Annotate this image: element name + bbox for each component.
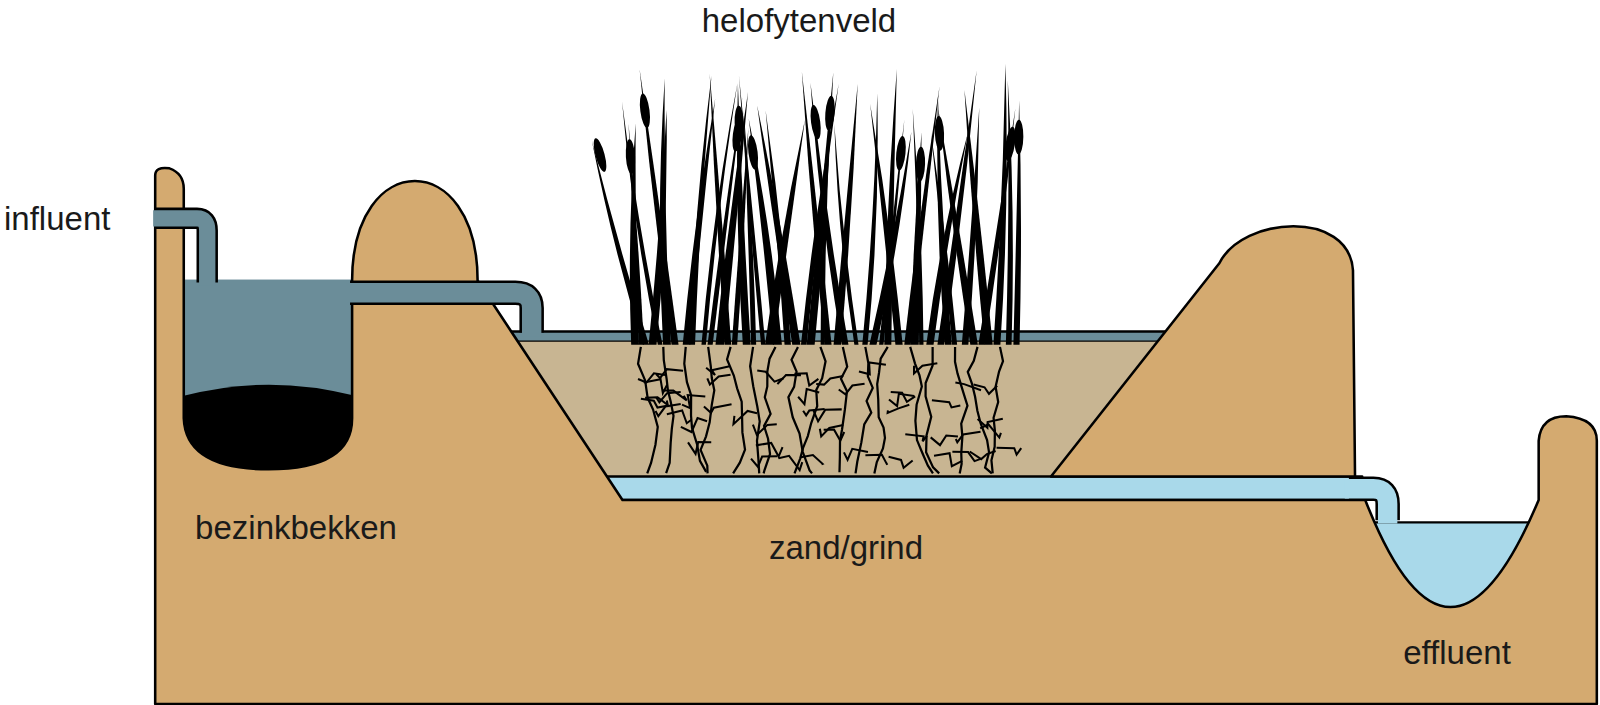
reeds xyxy=(591,64,1023,345)
transfer-pipe xyxy=(347,293,532,337)
root-branch xyxy=(859,362,886,374)
root-branch xyxy=(667,410,692,423)
root-branch xyxy=(978,419,1003,428)
root-branch xyxy=(839,384,865,395)
root-branch xyxy=(706,366,729,375)
outflow-label: effluent xyxy=(1403,635,1511,671)
cattail-head xyxy=(1014,120,1024,155)
roots xyxy=(638,347,1021,474)
inflow-label: influent xyxy=(4,201,110,237)
basin-label: bezinkbekken xyxy=(195,510,397,546)
root-branch xyxy=(889,457,913,468)
cattail-head xyxy=(809,104,823,140)
root-branch xyxy=(688,442,711,454)
reed-leaf xyxy=(938,109,978,344)
outlet-pipe xyxy=(1345,489,1388,524)
root-branch xyxy=(656,369,683,378)
root xyxy=(638,347,658,474)
reed-leaf xyxy=(710,74,732,345)
root-branch xyxy=(934,453,962,466)
root xyxy=(874,347,887,474)
root-branch xyxy=(813,409,841,421)
root-branch xyxy=(932,400,960,407)
reed-leaf xyxy=(993,64,1006,345)
root xyxy=(955,347,967,474)
root-branch xyxy=(753,424,777,435)
root-branch xyxy=(980,424,1001,437)
root-branch xyxy=(641,399,669,408)
root xyxy=(764,347,776,474)
root-branch xyxy=(704,404,732,413)
reed-leaf xyxy=(802,72,832,345)
root-branch xyxy=(757,370,783,381)
root-branch xyxy=(777,375,801,384)
root-branch xyxy=(888,405,910,413)
root-branch xyxy=(656,392,680,402)
root-branch xyxy=(970,451,996,459)
root xyxy=(727,347,745,474)
root-branch xyxy=(733,411,757,424)
reed-leaf xyxy=(592,141,649,345)
root xyxy=(750,347,760,474)
field-label: helofytenveld xyxy=(702,3,896,39)
cattail-head xyxy=(638,93,652,129)
reed-leaf xyxy=(862,93,877,345)
root-branch xyxy=(794,373,818,385)
root xyxy=(795,347,826,474)
root-branch xyxy=(681,418,707,432)
reed-leaf xyxy=(757,106,800,345)
cattail-head xyxy=(746,135,759,171)
root-branch xyxy=(914,363,937,373)
root-branch xyxy=(997,448,1022,455)
reed-leaf xyxy=(964,90,992,345)
cattail-head xyxy=(591,137,609,173)
reed-leaf xyxy=(913,109,924,345)
reed-leaf xyxy=(870,104,903,345)
inlet-pipe xyxy=(153,218,207,285)
root-branch xyxy=(751,456,777,466)
cattail-head xyxy=(895,136,908,171)
reed-leaf xyxy=(931,133,957,345)
root-branch xyxy=(655,404,680,416)
root-branch xyxy=(889,394,914,406)
reed-leaf xyxy=(1006,80,1013,344)
root-branch xyxy=(798,389,819,404)
root-branch xyxy=(931,435,958,445)
root-branch xyxy=(844,449,868,460)
dam xyxy=(1051,226,1355,476)
reed-leaf xyxy=(834,124,858,345)
substrate-label: zand/grind xyxy=(769,530,923,566)
root-branch xyxy=(816,376,843,385)
root-branch xyxy=(974,384,998,393)
root-branch xyxy=(707,375,730,385)
root xyxy=(663,347,673,473)
ground xyxy=(155,168,1597,704)
root-branch xyxy=(905,434,927,441)
root-branch xyxy=(682,395,705,408)
drainage-layer xyxy=(571,476,1362,499)
root-branch xyxy=(801,455,823,464)
root-branch xyxy=(820,425,843,436)
root xyxy=(991,347,1003,474)
root-branch xyxy=(956,432,981,443)
